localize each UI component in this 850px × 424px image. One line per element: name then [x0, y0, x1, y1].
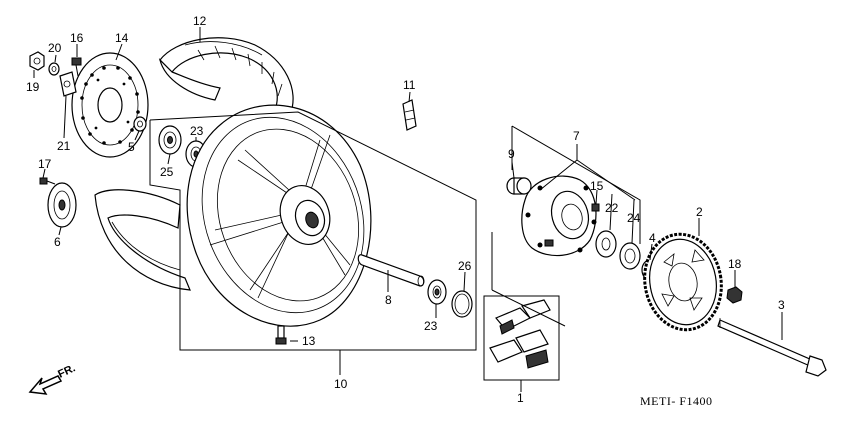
- callout-10: 10: [334, 377, 348, 391]
- tire-part: [158, 37, 294, 116]
- callout-12: 12: [193, 14, 207, 28]
- liner-part: [94, 189, 191, 291]
- callout-24: 24: [627, 211, 641, 225]
- callout-18: 18: [728, 257, 742, 271]
- callout-8: 8: [385, 293, 392, 307]
- callout-17: 17: [38, 157, 52, 171]
- bolt-15-part: [591, 203, 600, 212]
- callout-20: 20: [48, 41, 62, 55]
- diagram-code: METI- F1400: [640, 394, 713, 408]
- callout-23a: 23: [190, 124, 204, 138]
- bracket-21-part: [59, 71, 77, 97]
- nut-19-part: [29, 51, 45, 71]
- callout-16: 16: [70, 31, 84, 45]
- callout-labels: 1 2 3 4 5 6 7 8 9 10 11 12 13 14 15 16 1…: [26, 14, 785, 405]
- callout-23b: 23: [424, 319, 438, 333]
- valve-13-part: [275, 325, 287, 345]
- callout-7: 7: [573, 129, 580, 143]
- bearing-22-part: [595, 230, 617, 258]
- assembly-box-10: [149, 111, 477, 351]
- callout-3: 3: [778, 298, 785, 312]
- seal-24-part: [619, 242, 641, 270]
- washer-20-part: [48, 62, 60, 76]
- callout-4: 4: [649, 231, 656, 245]
- callout-1: 1: [517, 391, 524, 405]
- callout-13: 13: [302, 334, 316, 348]
- callout-9: 9: [508, 147, 515, 161]
- callout-14: 14: [115, 31, 129, 45]
- oring-26-part: [451, 290, 473, 318]
- direction-label: FR.: [56, 362, 77, 380]
- callout-15: 15: [590, 179, 604, 193]
- clip-11-part: [402, 99, 417, 131]
- leader-lines: [33, 27, 783, 375]
- callout-2: 2: [696, 205, 703, 219]
- driven-flange-part: [521, 175, 597, 257]
- callout-25: 25: [160, 165, 174, 179]
- nut-18-part: [726, 286, 743, 304]
- assembly-box-7: [491, 125, 641, 327]
- bolt-16-part: [71, 57, 82, 77]
- callout-11: 11: [403, 78, 416, 92]
- bearing-25-part: [158, 125, 182, 155]
- collar-9-part: [506, 177, 532, 195]
- shaft-8-part: [357, 254, 425, 287]
- bearing-23b-part: [427, 279, 447, 305]
- front-direction-arrow-icon: FR.: [28, 362, 77, 395]
- callout-22: 22: [605, 201, 619, 215]
- bolt-17-part: [39, 177, 56, 185]
- brake-disc-part: [71, 52, 149, 158]
- wheel-rim-part: [186, 104, 372, 327]
- collar-5-part: [133, 116, 147, 132]
- callout-21: 21: [57, 139, 71, 153]
- cover-6-part: [47, 182, 77, 228]
- sprocket-part: [643, 232, 723, 332]
- axle-3-part: [717, 318, 827, 377]
- callout-6: 6: [54, 235, 61, 249]
- callout-26: 26: [458, 259, 472, 273]
- damper-rubber-part: [483, 295, 560, 381]
- callout-19: 19: [26, 80, 40, 94]
- callout-5: 5: [128, 140, 135, 154]
